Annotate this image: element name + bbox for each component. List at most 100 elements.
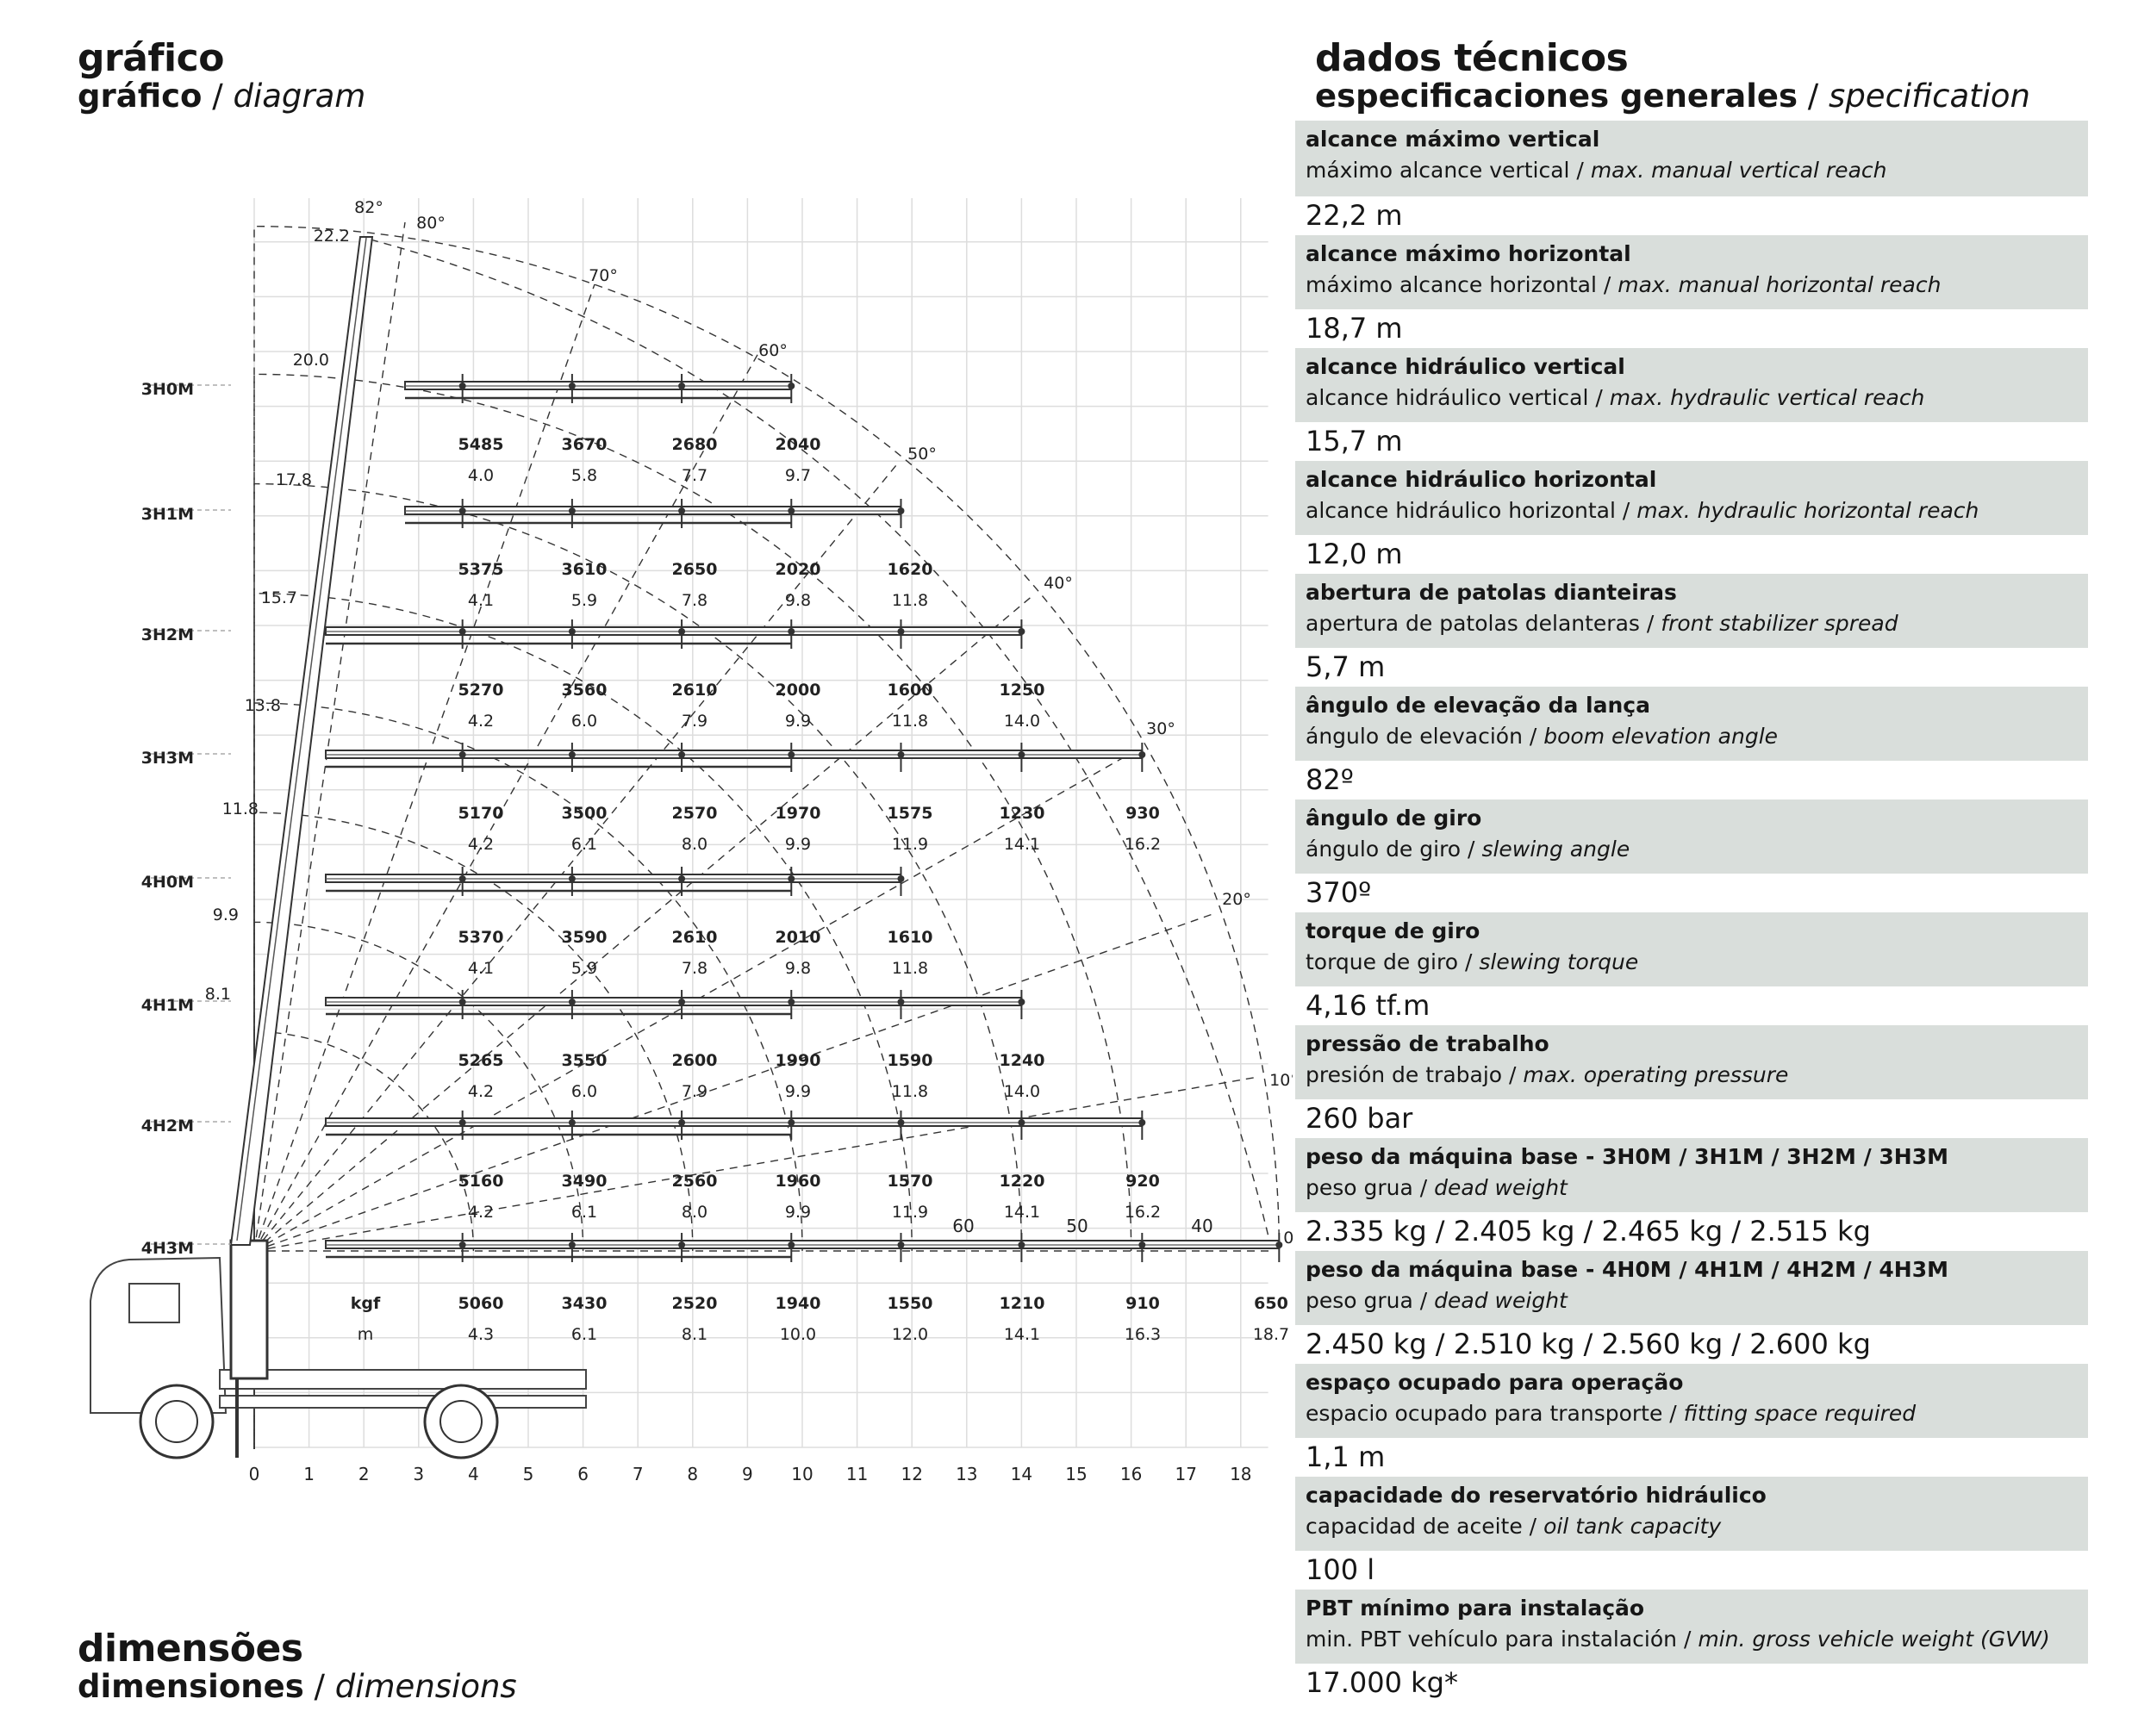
angle-label: 60° bbox=[758, 341, 788, 360]
radius-label: 18.7 bbox=[1253, 1325, 1289, 1344]
radius-label: 9.9 bbox=[785, 835, 811, 854]
spec-item: pressão de trabalho presión de trabajo / … bbox=[1295, 1025, 2088, 1138]
x-axis-tick: 9 bbox=[742, 1464, 753, 1484]
height-label: 22.2 bbox=[314, 227, 350, 246]
load-capacity-label: 3430 bbox=[562, 1294, 608, 1313]
radius-label: 11.8 bbox=[892, 712, 928, 731]
radius-label: 16.2 bbox=[1125, 835, 1161, 854]
spec-label: ângulo de giro bbox=[1306, 806, 1482, 831]
radius-label: 12.0 bbox=[892, 1325, 928, 1344]
load-capacity-label: 1620 bbox=[888, 560, 933, 579]
angle-label: 20° bbox=[1222, 890, 1251, 909]
load-capacity-label: 2650 bbox=[672, 560, 718, 579]
load-capacity-label: 2010 bbox=[776, 928, 821, 947]
angle-label: 82° bbox=[354, 198, 383, 217]
angle-label: 50° bbox=[907, 445, 937, 464]
angle-label: 80° bbox=[416, 214, 446, 233]
truck-wheel bbox=[139, 1384, 215, 1459]
spec-label-box: peso da máquina base - 3H0M / 3H1M / 3H2… bbox=[1295, 1138, 2088, 1212]
radius-label: 8.0 bbox=[682, 835, 707, 854]
truck-cab bbox=[90, 1256, 228, 1414]
radius-label: 8.0 bbox=[682, 1203, 707, 1222]
angle-label: 40° bbox=[1044, 574, 1073, 593]
angle-label: 70° bbox=[589, 266, 618, 285]
config-label: 3H2M bbox=[141, 625, 194, 644]
truck-wheel bbox=[423, 1384, 499, 1459]
spec-value: 4,16 tf.m bbox=[1306, 989, 1431, 1022]
vertical-boom-extension bbox=[236, 237, 367, 1241]
spec-sublabel: alcance hidráulico horizontal / max. hyd… bbox=[1306, 498, 1979, 523]
load-capacity-label: 1550 bbox=[888, 1294, 933, 1313]
x-axis-tick: 12 bbox=[901, 1464, 922, 1484]
load-capacity-label: 3550 bbox=[562, 1051, 608, 1070]
spec-item: peso da máquina base - 4H0M / 4H1M / 4H2… bbox=[1295, 1251, 2088, 1364]
radius-label: 14.0 bbox=[1004, 712, 1040, 731]
spec-value: 82º bbox=[1306, 763, 1354, 796]
x-axis-tick: 15 bbox=[1065, 1464, 1087, 1484]
angle-rays bbox=[253, 221, 1271, 1252]
radius-label: 14.1 bbox=[1004, 835, 1040, 854]
reach-arc bbox=[253, 225, 1281, 1449]
radius-label: 11.9 bbox=[892, 835, 928, 854]
spec-sublabel: torque de giro / slewing torque bbox=[1306, 949, 1639, 974]
load-capacity-label: 1600 bbox=[888, 681, 933, 700]
height-label: 9.9 bbox=[213, 905, 239, 924]
load-capacity-label: 1970 bbox=[776, 804, 821, 823]
truck-window bbox=[128, 1283, 180, 1323]
load-capacity-label: 1570 bbox=[888, 1172, 933, 1191]
spec-value: 5,7 m bbox=[1306, 650, 1386, 683]
spec-label: alcance máximo horizontal bbox=[1306, 241, 1631, 266]
spec-sublabel: apertura de patolas delanteras / front s… bbox=[1306, 611, 1898, 636]
spec-value: 18,7 m bbox=[1306, 312, 1403, 345]
load-capacity-label: 1210 bbox=[1000, 1294, 1045, 1313]
config-label: 3H1M bbox=[141, 505, 194, 524]
radius-label: 5.8 bbox=[571, 466, 597, 485]
spec-label: PBT mínimo para instalação bbox=[1306, 1596, 1645, 1621]
height-label: 8.1 bbox=[205, 985, 231, 1004]
spec-value: 100 l bbox=[1306, 1553, 1375, 1586]
angle-ray bbox=[253, 912, 1216, 1252]
spec-item: alcance máximo horizontal máximo alcance … bbox=[1295, 235, 2088, 348]
radius-label: 11.8 bbox=[892, 591, 928, 610]
load-capacity-label: 1590 bbox=[888, 1051, 933, 1070]
radius-label: 9.7 bbox=[785, 466, 811, 485]
radius-label: 7.9 bbox=[682, 712, 707, 731]
radius-label: 6.1 bbox=[571, 1203, 597, 1222]
radius-label: 14.1 bbox=[1004, 1203, 1040, 1222]
load-capacity-label: 1610 bbox=[888, 928, 933, 947]
load-capacity-label: 3490 bbox=[562, 1172, 608, 1191]
x-axis-tick: 16 bbox=[1120, 1464, 1142, 1484]
config-label: 4H3M bbox=[141, 1239, 194, 1258]
spec-label: espaço ocupado para operação bbox=[1306, 1370, 1684, 1395]
radius-label: 11.9 bbox=[892, 1203, 928, 1222]
load-capacity-label: 2000 bbox=[776, 681, 821, 700]
arc-label: 40 bbox=[1191, 1216, 1212, 1236]
x-axis-tick: 3 bbox=[413, 1464, 424, 1484]
spec-sublabel: presión de trabajo / max. operating pres… bbox=[1306, 1062, 1789, 1087]
diagram-header: gráfico gráfico / diagram bbox=[78, 38, 365, 113]
load-capacity-label: 3670 bbox=[562, 435, 608, 454]
load-capacity-label: 2680 bbox=[672, 435, 718, 454]
radius-label: 14.0 bbox=[1004, 1082, 1040, 1101]
x-axis-tick: 6 bbox=[577, 1464, 589, 1484]
spec-sublabel: ángulo de giro / slewing angle bbox=[1306, 837, 1630, 862]
radius-label: 4.1 bbox=[468, 959, 494, 978]
radius-label: 16.2 bbox=[1125, 1203, 1161, 1222]
envelope-arc bbox=[370, 239, 1272, 1248]
radius-label: 10.0 bbox=[780, 1325, 816, 1344]
load-capacity-label: 1940 bbox=[776, 1294, 821, 1313]
spec-label: pressão de trabalho bbox=[1306, 1031, 1549, 1056]
load-capacity-label: 5265 bbox=[458, 1051, 504, 1070]
spec-sublabel: capacidad de aceite / oil tank capacity bbox=[1306, 1514, 1722, 1539]
height-label: 11.8 bbox=[222, 800, 259, 818]
spec-sublabel: máximo alcance horizontal / max. manual … bbox=[1306, 272, 1942, 297]
spec-sublabel: espacio ocupado para transporte / fittin… bbox=[1306, 1401, 1917, 1426]
